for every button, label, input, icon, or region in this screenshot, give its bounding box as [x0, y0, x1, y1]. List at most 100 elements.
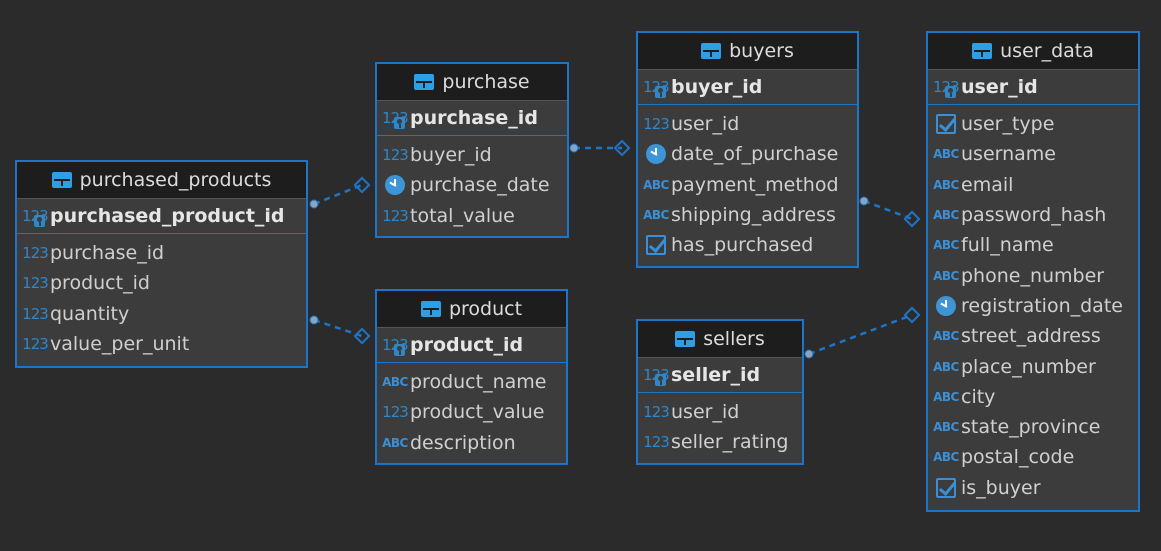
- column-type-icon-wrap: ABC: [931, 450, 961, 464]
- number-icon: 123: [22, 304, 49, 323]
- column-name: place_number: [961, 355, 1096, 378]
- column-type-icon-wrap: 123: [20, 305, 50, 323]
- column-row[interactable]: has_purchased: [638, 230, 857, 260]
- column-type-icon-wrap: 123: [20, 244, 50, 262]
- column-type-icon-wrap: ABC: [931, 208, 961, 222]
- column-row[interactable]: user_type: [928, 109, 1138, 139]
- key-number-icon: 123: [22, 207, 49, 227]
- primary-key-name: user_id: [961, 76, 1038, 98]
- column-type-icon-wrap: 123: [641, 403, 671, 421]
- column-type-icon-wrap: 123: [931, 78, 961, 98]
- entity-user_data[interactable]: user_data123user_iduser_typeABCusernameA…: [926, 31, 1140, 512]
- key-number-icon: 123: [643, 78, 670, 98]
- entity-title: purchase: [442, 71, 530, 93]
- column-name: total_value: [410, 204, 515, 227]
- text-icon: ABC: [933, 450, 959, 465]
- primary-key-name: product_id: [410, 334, 524, 356]
- column-type-icon-wrap: 123: [641, 433, 671, 451]
- entity-header[interactable]: buyers: [638, 33, 857, 69]
- primary-key-row[interactable]: 123purchased_product_id: [17, 198, 306, 234]
- text-icon: ABC: [933, 359, 959, 374]
- column-type-icon-wrap: 123: [641, 115, 671, 133]
- text-icon: ABC: [933, 177, 959, 192]
- column-type-icon-wrap: 123: [20, 274, 50, 292]
- column-name: email: [961, 173, 1014, 196]
- entity-title: product: [448, 298, 523, 320]
- entity-sellers[interactable]: sellers123seller_id123user_id123seller_r…: [636, 319, 804, 465]
- entity-title: buyers: [729, 40, 794, 62]
- entity-header[interactable]: product: [377, 291, 566, 327]
- entity-header[interactable]: purchase: [377, 64, 567, 100]
- entity-header[interactable]: user_data: [928, 33, 1138, 69]
- table-icon: [972, 43, 993, 59]
- column-row[interactable]: date_of_purchase: [638, 139, 857, 169]
- key-number-icon: 123: [933, 78, 960, 98]
- column-name: user_id: [671, 401, 740, 424]
- column-name: has_purchased: [671, 234, 814, 257]
- entity-buyers[interactable]: buyers123buyer_id123user_iddate_of_purch…: [636, 31, 859, 268]
- text-icon: ABC: [933, 329, 959, 344]
- column-row[interactable]: is_buyer: [928, 473, 1138, 503]
- entity-header[interactable]: sellers: [638, 321, 802, 357]
- column-name: purchase_date: [410, 174, 550, 197]
- column-type-icon-wrap: 123: [380, 109, 410, 129]
- column-name: street_address: [961, 325, 1101, 348]
- column-name: user_id: [671, 113, 740, 136]
- text-icon: ABC: [382, 375, 408, 390]
- entity-header[interactable]: purchased_products: [17, 162, 306, 198]
- column-name: description: [410, 431, 516, 454]
- column-row[interactable]: purchase_date: [377, 170, 567, 200]
- column-type-icon-wrap: ABC: [931, 390, 961, 404]
- entity-title: purchased_products: [79, 169, 272, 191]
- connector-purchased_products-purchase: [309, 176, 371, 209]
- column-type-icon-wrap: 123: [20, 335, 50, 353]
- entity-purchased_products[interactable]: purchased_products 123purchased_product_i…: [15, 160, 308, 368]
- column-type-icon-wrap: 123: [380, 146, 410, 164]
- column-name: postal_code: [961, 446, 1075, 469]
- column-type-icon-wrap: ABC: [931, 147, 961, 161]
- text-icon: ABC: [933, 268, 959, 283]
- number-icon: 123: [643, 403, 670, 422]
- checkbox-icon: [646, 235, 666, 256]
- column-type-icon-wrap: ABC: [641, 208, 671, 222]
- text-icon: ABC: [643, 177, 669, 192]
- column-row[interactable]: registration_date: [928, 291, 1138, 321]
- text-icon: ABC: [933, 208, 959, 223]
- primary-key-name: seller_id: [671, 364, 761, 386]
- text-icon: ABC: [382, 435, 408, 450]
- entity-product[interactable]: product 123product_idABCproduct_name123pr…: [375, 289, 568, 465]
- column-name: product_value: [410, 401, 545, 424]
